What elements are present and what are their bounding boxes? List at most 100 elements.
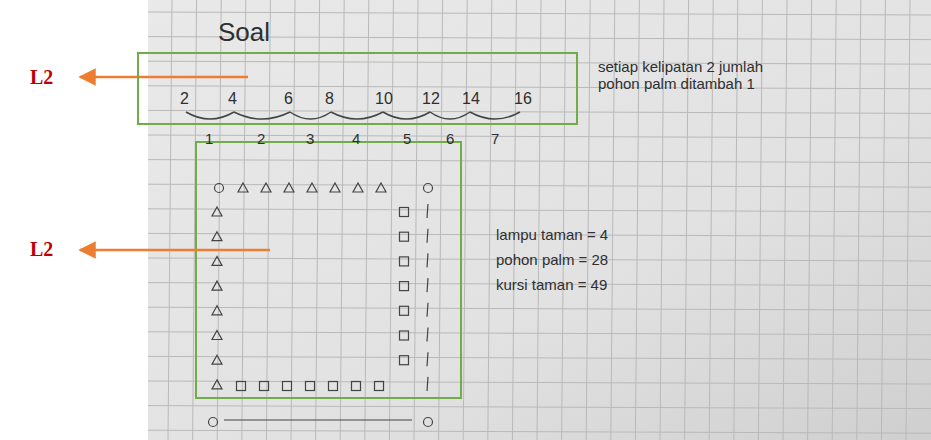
grid-line bbox=[148, 135, 931, 138]
leader-arrow bbox=[80, 76, 248, 79]
step-number: 2 bbox=[257, 130, 265, 147]
sequence-number: 8 bbox=[325, 90, 334, 108]
sequence-number: 14 bbox=[462, 90, 480, 108]
green-frame bbox=[196, 142, 461, 398]
grid-line bbox=[906, 0, 910, 440]
bracket bbox=[430, 112, 470, 119]
grid-line bbox=[537, 0, 541, 440]
lamp-circle bbox=[424, 184, 433, 193]
grid-line bbox=[881, 0, 885, 440]
grid-line bbox=[148, 430, 931, 433]
grid-line bbox=[242, 0, 246, 440]
paper-sheet bbox=[148, 0, 931, 440]
count-note: kursi taman = 49 bbox=[496, 276, 607, 293]
grid-line bbox=[148, 209, 931, 212]
tick-stroke bbox=[427, 204, 428, 218]
palm-triangle bbox=[238, 183, 248, 192]
callout-label: L2 bbox=[30, 66, 53, 89]
bench-square bbox=[306, 382, 315, 391]
grid-line bbox=[365, 0, 369, 440]
bench-square bbox=[400, 306, 409, 315]
lamp-circle bbox=[424, 418, 433, 427]
grid-line bbox=[340, 0, 344, 440]
grid-line bbox=[266, 0, 270, 440]
count-note: pohon palm = 28 bbox=[496, 251, 608, 268]
grid-line bbox=[512, 0, 516, 440]
sequence-number: 6 bbox=[284, 90, 293, 108]
bench-square bbox=[400, 257, 409, 266]
grid-line bbox=[148, 12, 931, 15]
bench-square bbox=[329, 382, 338, 391]
grid-line bbox=[148, 307, 931, 310]
grid-line bbox=[291, 0, 295, 440]
sequence-number: 4 bbox=[228, 90, 237, 108]
grid-line bbox=[586, 0, 590, 440]
palm-triangle bbox=[212, 306, 222, 315]
tick-stroke bbox=[427, 253, 428, 267]
palm-triangle bbox=[212, 207, 222, 216]
sequence-number: 16 bbox=[514, 90, 532, 108]
palm-triangle bbox=[353, 183, 363, 192]
tick-stroke bbox=[427, 229, 428, 243]
grid-line bbox=[148, 332, 931, 335]
leader-arrow bbox=[80, 249, 270, 252]
lamp-circle bbox=[215, 184, 224, 193]
bench-square bbox=[400, 232, 409, 241]
bench-square bbox=[352, 382, 361, 391]
grid-line bbox=[148, 86, 931, 89]
palm-triangle bbox=[212, 355, 222, 364]
palm-triangle bbox=[212, 281, 222, 290]
title-text: Soal bbox=[218, 18, 270, 48]
bench-square bbox=[260, 382, 269, 391]
bench-square bbox=[400, 331, 409, 340]
palm-triangle bbox=[212, 380, 222, 389]
grid-line bbox=[217, 0, 221, 440]
count-note: lampu taman = 4 bbox=[496, 226, 608, 243]
sequence-number: 12 bbox=[422, 90, 440, 108]
grid-line bbox=[562, 0, 566, 440]
park-symbols bbox=[209, 183, 433, 427]
step-number: 3 bbox=[306, 130, 314, 147]
bench-square bbox=[283, 382, 292, 391]
tick-stroke bbox=[427, 328, 428, 342]
grid-line bbox=[832, 0, 836, 440]
bracket bbox=[290, 112, 331, 119]
palm-triangle bbox=[212, 256, 222, 265]
grid-line bbox=[808, 0, 812, 440]
grid-line bbox=[414, 0, 418, 440]
bench-square bbox=[237, 382, 246, 391]
tick-stroke bbox=[427, 303, 428, 317]
tick-stroke bbox=[427, 377, 428, 391]
bracket bbox=[383, 112, 430, 119]
grid-line bbox=[148, 406, 931, 409]
grid-line bbox=[488, 0, 492, 440]
grid-line bbox=[857, 0, 861, 440]
bench-square bbox=[400, 356, 409, 365]
number-frame: 246810121416 bbox=[137, 52, 578, 125]
bracket bbox=[234, 112, 290, 119]
pair-brackets bbox=[186, 112, 520, 119]
grid-line bbox=[463, 0, 467, 440]
lamp-circle bbox=[209, 418, 218, 427]
sequence-number: 10 bbox=[375, 90, 393, 108]
palm-triangle bbox=[261, 183, 271, 192]
tick-stroke bbox=[427, 278, 428, 292]
bench-square bbox=[400, 208, 409, 217]
palm-triangle bbox=[284, 183, 294, 192]
palm-triangle bbox=[376, 183, 386, 192]
bench-square bbox=[375, 382, 384, 391]
grid-line bbox=[148, 61, 931, 64]
palm-triangle bbox=[212, 232, 222, 241]
step-number: 4 bbox=[352, 130, 360, 147]
grid-line bbox=[168, 0, 172, 440]
grid-line bbox=[783, 0, 787, 440]
bracket bbox=[470, 112, 520, 119]
bench-square bbox=[400, 282, 409, 291]
paper-grid bbox=[148, 0, 931, 440]
palm-triangle bbox=[330, 183, 340, 192]
rule-note: setiap kelipatan 2 jumlah pohon palm dit… bbox=[598, 58, 783, 93]
step-number: 1 bbox=[205, 130, 213, 147]
step-number: 7 bbox=[491, 130, 499, 147]
bracket bbox=[331, 112, 383, 119]
